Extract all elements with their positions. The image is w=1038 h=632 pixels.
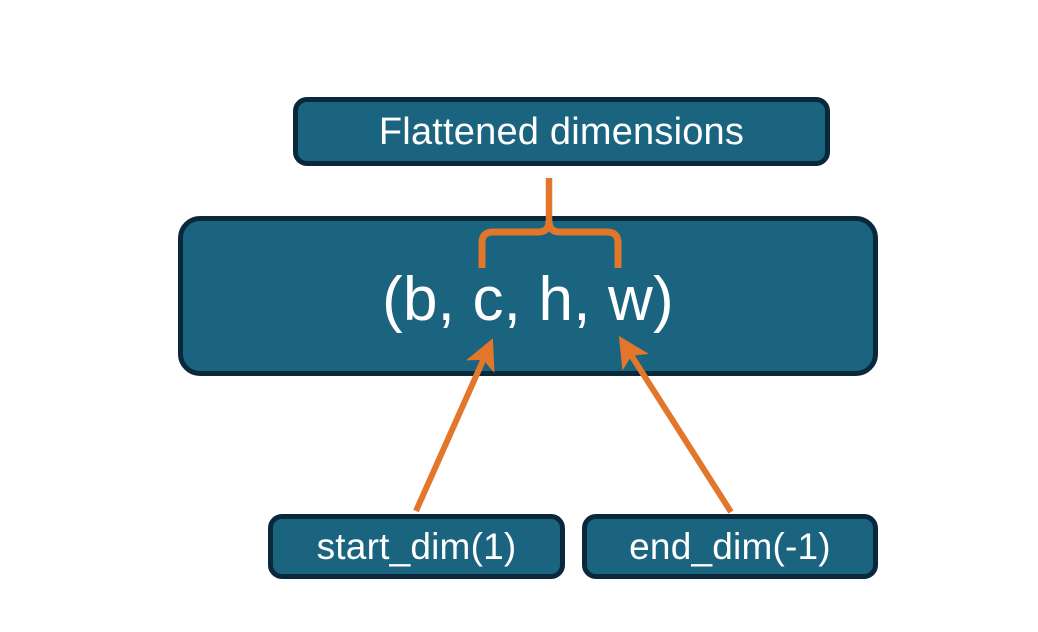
flattened-dimensions-box[interactable]: Flattened dimensions <box>293 97 830 166</box>
flattened-dimensions-label: Flattened dimensions <box>378 110 745 153</box>
end-dim-box[interactable]: end_dim(-1) <box>582 514 878 579</box>
end-dim-label: end_dim(-1) <box>629 526 831 567</box>
tensor-shape-box[interactable]: (b, c, h, w) <box>178 216 878 376</box>
start-dim-box[interactable]: start_dim(1) <box>268 514 565 579</box>
tensor-shape-label: (b, c, h, w) <box>382 265 674 334</box>
start-dim-label: start_dim(1) <box>316 526 517 567</box>
